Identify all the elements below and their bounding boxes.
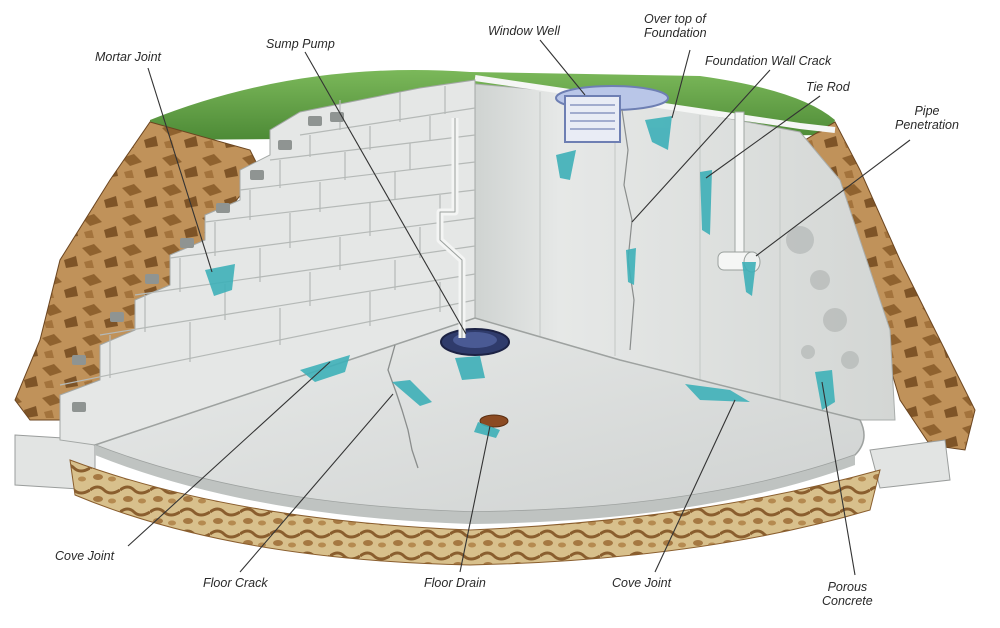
label-floor-drain: Floor Drain [424,576,486,590]
label-over-top-line2: Foundation [644,26,707,40]
leader-lines [127,39,911,576]
label-mortar-joint: Mortar Joint [95,50,161,64]
label-porous-concrete: Porous Concrete [822,580,873,608]
label-cove-joint-right: Cove Joint [612,576,672,590]
label-foundation-wall-crack: Foundation Wall Crack [705,54,832,68]
block-cores [72,112,344,412]
label-cove-joint-left: Cove Joint [55,549,115,563]
floor-slab [92,317,865,513]
label-floor-crack: Floor Crack [203,576,268,590]
label-window-well: Window Well [488,24,560,38]
window-well [555,85,669,143]
wall-crack-line [621,109,635,351]
leak-markers [205,116,835,438]
label-pipe-penetration-line1: Pipe [914,104,940,118]
label-over-top-line1: Over top of [644,12,706,26]
label-sump-pump: Sump Pump [266,37,335,51]
tie-rod-pipe [734,111,745,263]
label-tie-rod: Tie Rod [806,80,850,94]
sump-pit [440,328,510,356]
block-joints [109,86,456,378]
block-courses [59,107,476,386]
footing-right [869,439,951,489]
floor-crack-line [387,344,419,469]
label-over-top-of-foundation: Over top of Foundation [644,12,707,40]
label-pipe-penetration-line2: Penetration [895,118,959,132]
block-foundation-wall [59,79,476,446]
porous-concrete-texture [786,226,859,369]
sub-slab-gravel [69,459,881,566]
label-porous-concrete-line2: Concrete [822,594,873,608]
label-pipe-penetration: Pipe Penetration [895,104,959,132]
floor-drain [479,414,509,428]
slab-edge [95,445,855,524]
label-porous-concrete-line1: Porous [827,580,868,594]
